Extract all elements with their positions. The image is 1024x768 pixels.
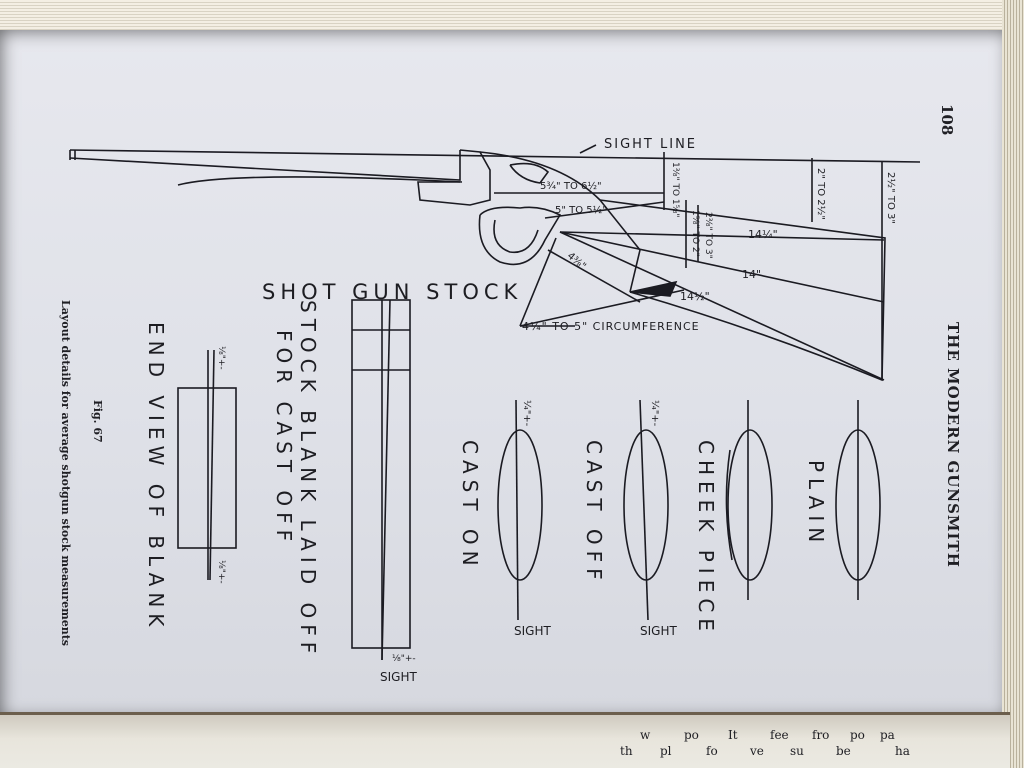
dim-drop-comb-upper: 1⅜" TO 1⅝" — [670, 162, 680, 218]
facing-word-14: th — [620, 744, 633, 758]
running-title: THE MODERN GUNSMITH — [944, 322, 962, 568]
section-cast-off — [623, 429, 669, 581]
label-cast-on: CAST ON — [458, 440, 482, 572]
sight-line — [69, 149, 921, 163]
grip-cap — [629, 280, 678, 297]
section-cast-on — [497, 429, 543, 581]
page-stack-edge-top — [0, 0, 1024, 32]
trigger-guard — [478, 206, 562, 266]
label-cast-off: CAST OFF — [582, 440, 606, 586]
figure-caption: Layout details for average shotgun stock… — [59, 300, 72, 646]
stock-blank — [351, 299, 411, 649]
facing-word-7: fee — [770, 728, 789, 742]
cast-mark-on: ¼"+- — [521, 400, 532, 427]
facing-word-11: po — [684, 728, 699, 742]
hammer — [509, 162, 550, 184]
page-number: 108 — [938, 104, 956, 136]
dim-drop-comb-low2: 2⅜" TO 3" — [703, 212, 713, 259]
facing-page — [0, 712, 1010, 768]
section-plain — [835, 429, 881, 581]
facing-word-10: fo — [706, 744, 718, 758]
section-cheek-piece — [727, 429, 773, 581]
dim-drop-comb-lower: 1⅝" TO 2" — [690, 210, 700, 257]
label-blank-line2: FOR CAST OFF — [272, 330, 296, 548]
cast-mark-off: ¼"+- — [649, 400, 660, 427]
facing-word-4: be — [836, 744, 851, 758]
dim-circumference: 4¼" TO 5" CIRCUMFERENCE — [522, 320, 700, 333]
dim-drop-heel: 2½" TO 3" — [885, 172, 896, 224]
barrel-upper — [69, 150, 461, 181]
dim-drop-heel-mid: 2" TO 2½" — [815, 168, 826, 220]
dim-length-upper: 14¼" — [748, 228, 778, 241]
page-stack-edge-right — [1002, 0, 1024, 768]
action-body — [417, 149, 491, 206]
facing-word-6: su — [790, 744, 804, 758]
barrel-lower — [177, 176, 463, 186]
figure-number: Fig. 67 — [91, 400, 104, 443]
stock-comb — [479, 151, 641, 293]
dim-length-lower: 14½" — [680, 290, 710, 303]
book-page — [0, 30, 1010, 720]
facing-word-13: w — [640, 728, 651, 742]
dim-grip-length: 5¾" TO 6½" — [540, 181, 602, 192]
diagram-title: SHOT GUN STOCK — [262, 280, 523, 304]
stock-outline — [599, 199, 886, 382]
end-view-blank — [177, 387, 237, 549]
facing-word-9: It — [728, 728, 738, 742]
end-view-mark-bottom: ⅛"+- — [216, 560, 226, 584]
dim-trigger: 5" TO 5½" — [555, 205, 607, 216]
facing-word-3: po — [850, 728, 865, 742]
end-view-mark-top: ⅛"+- — [216, 346, 226, 370]
blank-mark: ⅛"+- — [392, 654, 416, 664]
label-end-view: END VIEW OF BLANK — [144, 322, 168, 633]
label-blank-line1: STOCK BLANK LAID OFF — [296, 300, 320, 660]
sight-cast-on: SIGHT — [514, 624, 551, 638]
sight-cast-off: SIGHT — [640, 624, 677, 638]
sight-line-label: SIGHT LINE — [604, 137, 698, 152]
dim-length-mid: 14" — [742, 268, 762, 281]
facing-word-1: pa — [880, 728, 895, 742]
label-cheek-piece: CHEEK PIECE — [694, 440, 718, 637]
facing-word-5: fro — [812, 728, 830, 742]
sight-blank: SIGHT — [380, 670, 417, 684]
label-plain: PLAIN — [804, 460, 828, 549]
facing-word-12: pl — [660, 744, 672, 758]
facing-word-8: ve — [750, 744, 764, 758]
facing-word-2: ha — [895, 744, 910, 758]
